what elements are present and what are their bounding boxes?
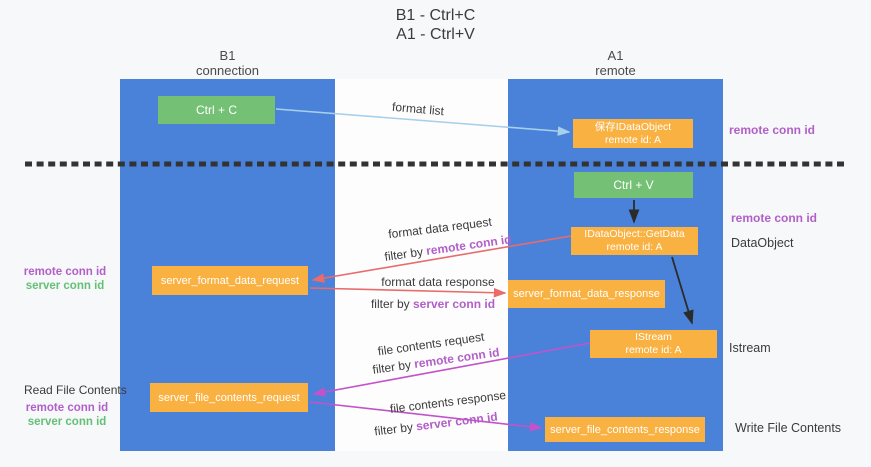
node-ctrl-c-label: Ctrl + C xyxy=(195,103,237,117)
node-save-idataobject-line1: 保存IDataObject xyxy=(594,120,672,133)
server-conn-id-text: server conn id xyxy=(412,297,496,311)
node-idataobject-getdata: IDataObject::GetData remote id: A xyxy=(571,227,698,255)
annotation-conn-ids-bottom-left: remote conn id server conn id xyxy=(22,401,112,429)
annotation-conn-ids-top-left: remote conn id server conn id xyxy=(20,265,110,293)
title-line-1: B1 - Ctrl+C xyxy=(395,7,476,24)
edge-label-format-data-response: format data response xyxy=(381,275,495,289)
node-server-format-data-response: server_format_data_response xyxy=(508,280,665,308)
title-line-2: A1 - Ctrl+V xyxy=(396,26,475,43)
server-conn-id-label: server conn id xyxy=(25,280,105,292)
node-istream-line1: IStream xyxy=(635,331,672,343)
annotation-write-file-contents: Write File Contents xyxy=(735,421,842,435)
annotation-remote-conn-id-mid-right: remote conn id xyxy=(731,211,818,225)
node-server-file-contents-response-label: server_file_contents_response xyxy=(550,423,700,436)
node-ctrl-v: Ctrl + V xyxy=(574,172,693,198)
node-ctrl-v-label: Ctrl + V xyxy=(613,178,654,192)
edge-label-format-response-filter: filter by server conn id xyxy=(371,297,495,311)
diagram-title: B1 - Ctrl+C A1 - Ctrl+V xyxy=(0,6,871,44)
lane-a1-name: A1 xyxy=(607,48,624,63)
node-server-format-data-request-label: server_format_data_request xyxy=(160,274,300,287)
server-conn-id-label: server conn id xyxy=(27,416,107,428)
node-ctrl-c: Ctrl + C xyxy=(158,96,275,124)
filter-by-text: filter by xyxy=(370,297,413,311)
node-istream-line2: remote id: A xyxy=(625,344,682,356)
node-server-format-data-request: server_format_data_request xyxy=(152,266,308,295)
lane-b1-role: connection xyxy=(196,63,259,78)
node-istream: IStream remote id: A xyxy=(590,330,717,358)
lane-a1-role: remote xyxy=(595,63,636,78)
lane-b1-name: B1 xyxy=(219,48,236,63)
node-server-file-contents-request: server_file_contents_request xyxy=(150,383,308,412)
remote-conn-id-label: remote conn id xyxy=(25,402,109,414)
lane-header-a1: A1 remote xyxy=(508,48,723,78)
node-server-file-contents-request-label: server_file_contents_request xyxy=(158,391,300,404)
annotation-dataobject: DataObject xyxy=(731,236,794,250)
node-idataobject-getdata-line2: remote id: A xyxy=(606,241,663,253)
lane-header-b1: B1 connection xyxy=(120,48,335,78)
node-server-format-data-response-label: server_format_data_response xyxy=(513,288,660,300)
node-save-idataobject: 保存IDataObject remote id: A xyxy=(573,119,693,148)
annotation-read-file-contents: Read File Contents xyxy=(24,383,127,397)
node-server-file-contents-response: server_file_contents_response xyxy=(545,417,705,442)
annotation-istream: Istream xyxy=(729,341,771,355)
node-idataobject-getdata-line1: IDataObject::GetData xyxy=(584,228,685,240)
node-save-idataobject-line2: remote id: A xyxy=(604,133,662,146)
annotation-remote-conn-id-top-right: remote conn id xyxy=(729,123,816,137)
remote-conn-id-label: remote conn id xyxy=(23,266,107,278)
